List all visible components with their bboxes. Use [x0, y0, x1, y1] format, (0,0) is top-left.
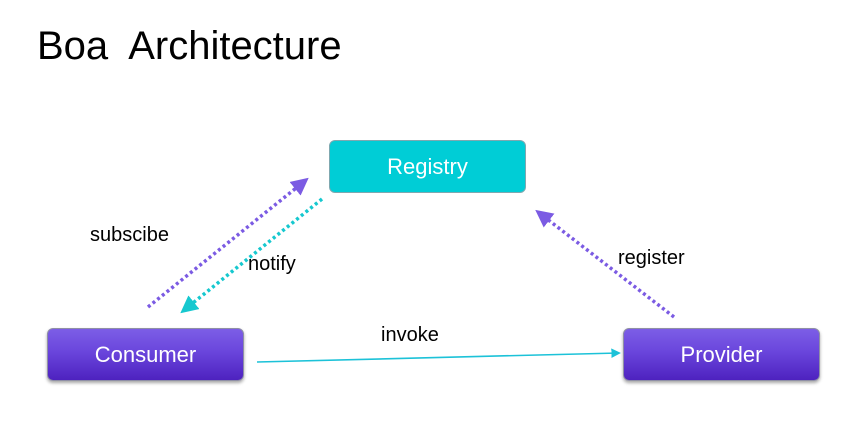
- consumer-node: Consumer: [47, 328, 244, 381]
- register-label: register: [618, 247, 685, 269]
- registry-node: Registry: [329, 140, 526, 193]
- consumer-label: Consumer: [94, 341, 197, 367]
- page-title: Boa Architecture: [37, 24, 342, 68]
- provider-node: Provider: [623, 328, 820, 381]
- invoke-label: invoke: [381, 324, 439, 346]
- invoke-arrow: [256, 348, 621, 363]
- registry-label: Registry: [387, 153, 468, 179]
- provider-label: Provider: [680, 341, 763, 367]
- subscribe-label: subscibe: [90, 224, 169, 246]
- subscribe-arrow: [146, 177, 309, 309]
- notify-label: notify: [248, 253, 296, 275]
- register-arrow: [535, 209, 676, 319]
